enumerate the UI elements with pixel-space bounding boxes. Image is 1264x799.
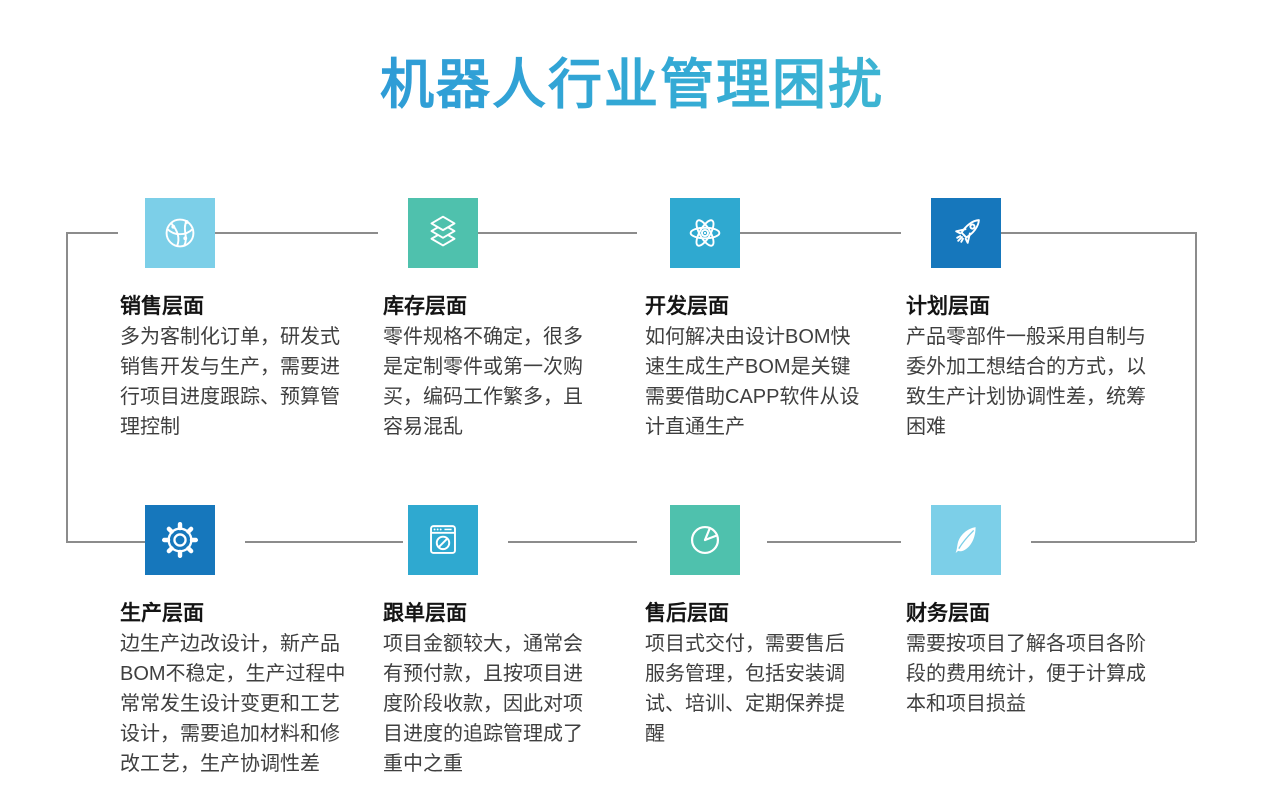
section-title: 开发层面 bbox=[645, 295, 729, 318]
connector-line bbox=[508, 541, 637, 543]
section-title: 计划层面 bbox=[906, 295, 990, 318]
section-body: 项目式交付，需要售后 服务管理，包括安装调 试、培训、定期保养提 醒 bbox=[645, 633, 845, 745]
section-title: 库存层面 bbox=[383, 295, 467, 318]
section-body: 如何解决由设计BOM快 速生成生产BOM是关键 需要借助CAPP软件从设 计直通… bbox=[645, 326, 860, 438]
connector-line bbox=[66, 232, 68, 542]
connector-line bbox=[478, 232, 637, 234]
section-sales: 销售层面 多为客制化订单，研发式 销售开发与生产，需要进 行项目进度跟踪、预算管… bbox=[120, 198, 382, 442]
section-body: 边生产边改设计，新产品 BOM不稳定，生产过程中 常常发生设计变更和工艺 设计，… bbox=[120, 633, 346, 775]
section-title: 售后层面 bbox=[645, 602, 729, 625]
connector-line bbox=[1031, 541, 1195, 543]
connector-line bbox=[245, 541, 403, 543]
section-title: 销售层面 bbox=[120, 295, 204, 318]
section-planning: 计划层面 产品零部件一般采用自制与 委外加工想结合的方式，以 致生产计划协调性差… bbox=[906, 198, 1168, 442]
connector-line bbox=[213, 232, 378, 234]
connector-line bbox=[740, 232, 901, 234]
section-title: 跟单层面 bbox=[383, 602, 467, 625]
section-order-tracking: 跟单层面 项目金额较大，通常会 有预付款，且按项目进 度阶段收款，因此对项 目进… bbox=[383, 505, 645, 779]
section-body: 多为客制化订单，研发式 销售开发与生产，需要进 行项目进度跟踪、预算管 理控制 bbox=[120, 326, 340, 438]
connector-line bbox=[1000, 232, 1195, 234]
feather-icon bbox=[931, 505, 1001, 575]
connector-line bbox=[767, 541, 901, 543]
section-production: 生产层面 边生产边改设计，新产品 BOM不稳定，生产过程中 常常发生设计变更和工… bbox=[120, 505, 382, 779]
section-finance: 财务层面 需要按项目了解各项目各阶 段的费用统计，便于计算成 本和项目损益 bbox=[906, 505, 1168, 719]
gear-icon bbox=[145, 505, 215, 575]
section-after-sales: 售后层面 项目式交付，需要售后 服务管理，包括安装调 试、培训、定期保养提 醒 bbox=[645, 505, 907, 749]
browser-compass-icon bbox=[408, 505, 478, 575]
page-title: 机器人行业管理困扰 bbox=[0, 40, 1264, 119]
section-title: 财务层面 bbox=[906, 602, 990, 625]
section-body: 需要按项目了解各项目各阶 段的费用统计，便于计算成 本和项目损益 bbox=[906, 633, 1146, 715]
section-body: 零件规格不确定，很多 是定制零件或第一次购 买，编码工作繁多，且 容易混乱 bbox=[383, 326, 583, 438]
connector-line bbox=[1195, 232, 1197, 542]
pie-chart-icon bbox=[670, 505, 740, 575]
section-development: 开发层面 如何解决由设计BOM快 速生成生产BOM是关键 需要借助CAPP软件从… bbox=[645, 198, 907, 442]
section-body: 产品零部件一般采用自制与 委外加工想结合的方式，以 致生产计划协调性差，统筹 困… bbox=[906, 326, 1146, 438]
connector-line bbox=[66, 232, 118, 234]
globe-network-icon bbox=[145, 198, 215, 268]
rocket-icon bbox=[931, 198, 1001, 268]
section-title: 生产层面 bbox=[120, 602, 204, 625]
atom-icon bbox=[670, 198, 740, 268]
section-inventory: 库存层面 零件规格不确定，很多 是定制零件或第一次购 买，编码工作繁多，且 容易… bbox=[383, 198, 645, 442]
connector-line bbox=[66, 541, 145, 543]
section-body: 项目金额较大，通常会 有预付款，且按项目进 度阶段收款，因此对项 目进度的追踪管… bbox=[383, 633, 583, 775]
layers-icon bbox=[408, 198, 478, 268]
